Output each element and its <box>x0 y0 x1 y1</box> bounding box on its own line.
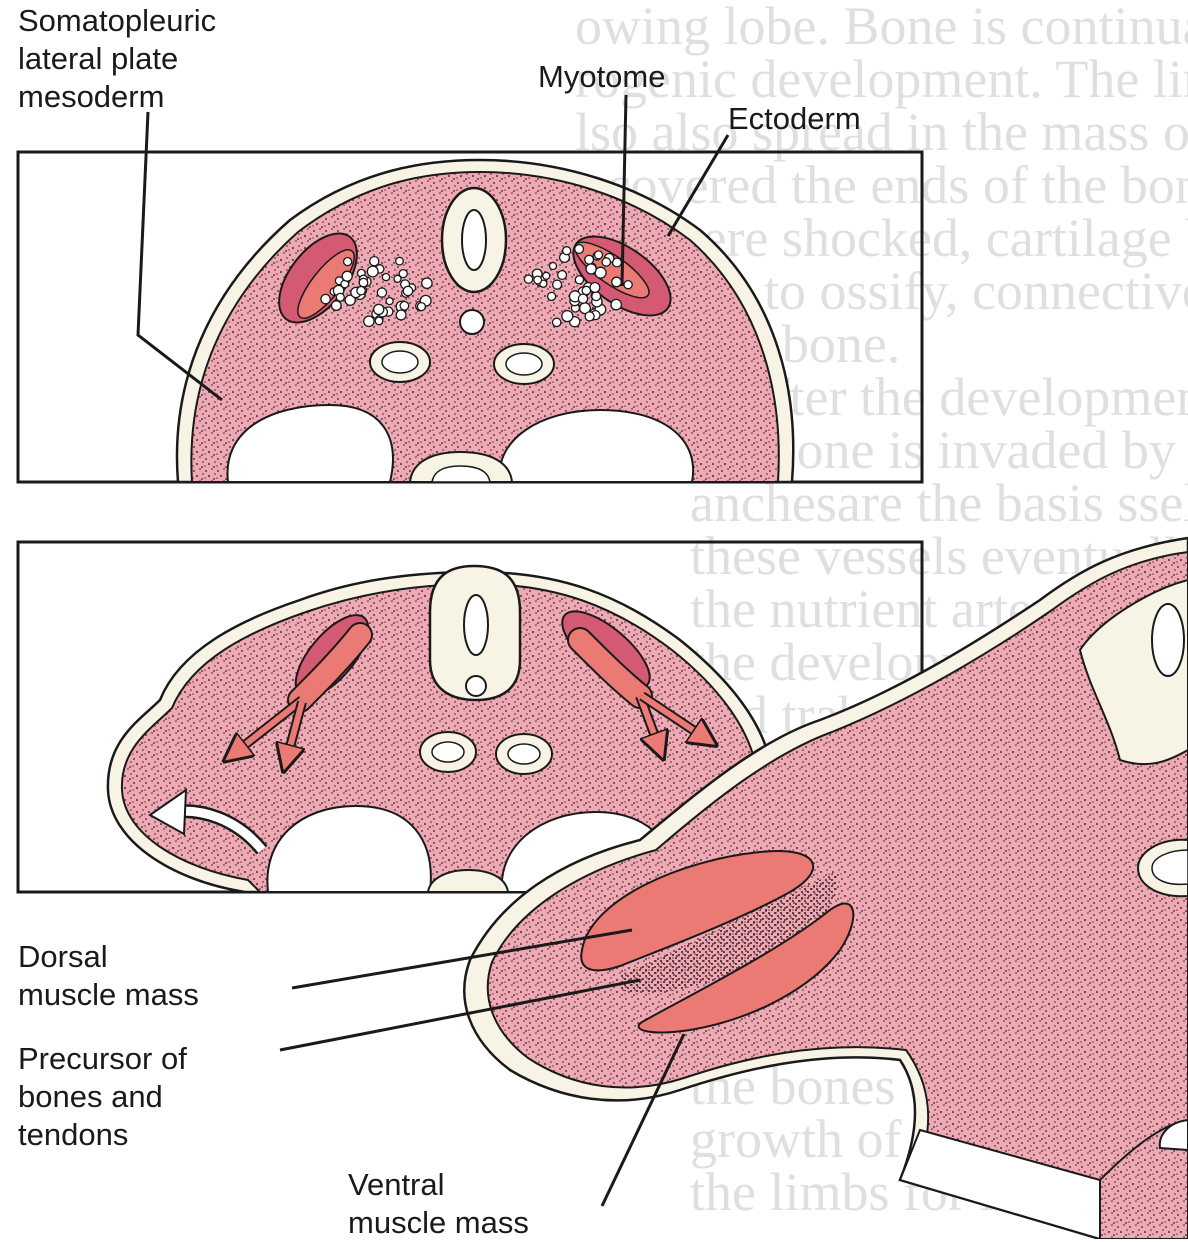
sclerotome-cell <box>403 286 412 295</box>
sclerotome-cell <box>590 283 600 293</box>
sclerotome-cell <box>344 258 352 266</box>
label-myotome-text: Myotome <box>538 58 665 96</box>
sclerotome-cell <box>422 278 432 288</box>
label-precursor-line-3: tendons <box>18 1116 187 1154</box>
label-somatopleuric-line-2: lateral plate <box>18 40 216 78</box>
sclerotome-cell <box>624 281 632 289</box>
label-myotome: Myotome <box>538 58 665 96</box>
sclerotome-cell <box>582 286 590 294</box>
sclerotome-cell <box>612 277 622 287</box>
sclerotome-cell <box>553 318 561 326</box>
sclerotome-cell <box>592 292 601 301</box>
sclerotome-cell <box>374 304 384 314</box>
sclerotome-cell <box>550 263 557 270</box>
sclerotome-cell <box>563 247 571 255</box>
sclerotome-cell <box>595 251 603 259</box>
sclerotome-cell <box>364 316 374 326</box>
sclerotome-cell <box>602 258 610 266</box>
sclerotome-cell <box>396 257 404 265</box>
label-ectoderm-text: Ectoderm <box>728 100 861 138</box>
sclerotome-cell <box>578 294 587 303</box>
sclerotome-cell <box>377 288 386 297</box>
sclerotome-cell <box>558 271 567 280</box>
sclerotome-cell <box>332 301 342 311</box>
label-ventral-muscle-mass: Ventral muscle mass <box>348 1166 529 1242</box>
sclerotome-cell <box>585 312 594 321</box>
sclerotome-cell <box>524 275 532 283</box>
sclerotome-cell <box>534 276 542 284</box>
sclerotome-cell <box>370 257 379 266</box>
sclerotome-cell <box>396 310 406 320</box>
label-ventral-line-1: Ventral <box>348 1166 529 1204</box>
sclerotome-cell <box>336 293 344 301</box>
sclerotome-cell <box>611 299 621 309</box>
sclerotome-cell <box>375 317 383 325</box>
label-somatopleuric-lateral-plate-mesoderm: Somatopleuric lateral plate mesoderm <box>18 2 216 116</box>
sclerotome-cell <box>553 280 562 289</box>
sclerotome-cell <box>382 274 389 281</box>
sclerotome-cell <box>417 303 425 311</box>
sclerotome-cell <box>367 266 378 277</box>
sclerotome-cell <box>342 271 352 281</box>
sclerotome-cell <box>357 287 365 295</box>
label-somatopleuric-line-3: mesoderm <box>18 78 216 116</box>
label-dorsal-muscle-mass: Dorsal muscle mass <box>18 938 199 1014</box>
sclerotome-cell <box>575 245 584 254</box>
sclerotome-cell <box>543 272 550 279</box>
label-precursor-line-2: bones and <box>18 1078 187 1116</box>
label-precursor-of-bones-and-tendons: Precursor of bones and tendons <box>18 1040 187 1154</box>
sclerotome-cell <box>585 255 594 264</box>
label-dorsal-line-2: muscle mass <box>18 976 199 1014</box>
label-ectoderm: Ectoderm <box>728 100 861 138</box>
sclerotome-cell <box>575 276 583 284</box>
background-text-line: rogenic development. The limb <box>575 49 1188 109</box>
sclerotome-cell <box>386 298 393 305</box>
label-somatopleuric-line-1: Somatopleuric <box>18 2 216 40</box>
background-text-line: owing lobe. Bone is continually <box>575 0 1188 56</box>
label-ventral-line-2: muscle mass <box>348 1204 529 1242</box>
label-dorsal-line-1: Dorsal <box>18 938 199 976</box>
sclerotome-cell <box>321 294 330 303</box>
sclerotome-cell <box>586 264 596 274</box>
sclerotome-cell <box>548 292 556 300</box>
sclerotome-cell <box>562 311 573 322</box>
sclerotome-cell <box>394 275 401 282</box>
background-text-line: r covered the ends of the bones and <box>575 155 1188 215</box>
sclerotome-cell <box>359 278 368 287</box>
top-notochord <box>460 310 484 334</box>
sclerotome-cell <box>400 302 409 311</box>
middle-notochord <box>466 676 486 696</box>
label-precursor-line-1: Precursor of <box>18 1040 187 1078</box>
